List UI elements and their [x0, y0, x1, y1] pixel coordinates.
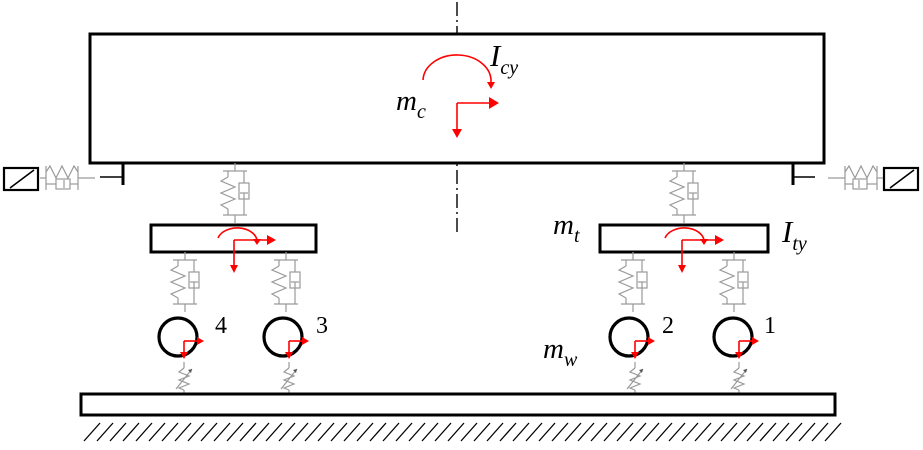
right-bogie-dof-arrows: [664, 227, 724, 273]
hatch-line: [824, 422, 842, 442]
wheelset-1: [712, 316, 760, 360]
hatch-line: [252, 422, 270, 442]
left-bogie-dof-arrows: [217, 227, 276, 273]
left-secondary-suspension: [220, 162, 250, 224]
contact-spring-1: [730, 361, 748, 395]
primary-suspension-3: [271, 251, 301, 313]
hatch-line: [278, 422, 296, 442]
hatch-line: [408, 422, 426, 442]
hatch-line: [174, 422, 192, 442]
carbody-mass-label: mc: [396, 85, 426, 123]
hatch-line: [603, 422, 621, 442]
rail-beam: [79, 392, 837, 417]
wheelset-2: [608, 316, 656, 360]
hatch-line: [720, 422, 738, 442]
hatch-line: [746, 422, 764, 442]
carbody-inertia-label: Icy: [489, 38, 518, 79]
hatch-line: [434, 422, 452, 442]
hatch-line: [356, 422, 374, 442]
hatch-line: [681, 422, 699, 442]
hatch-line: [460, 422, 478, 442]
hatch-line: [200, 422, 218, 442]
hatch-line: [486, 422, 504, 442]
hatch-line: [694, 422, 712, 442]
hatch-line: [772, 422, 790, 442]
wheelset-3: [262, 316, 310, 360]
contact-spring-4: [175, 361, 193, 395]
left-lateral-suspension: [39, 165, 96, 191]
hatch-line: [369, 422, 387, 442]
hatch-line: [135, 422, 153, 442]
hatch-line: [382, 422, 400, 442]
hatch-line: [785, 422, 803, 442]
hatch-line: [187, 422, 205, 442]
hatch-line: [447, 422, 465, 442]
hatch-line: [499, 422, 517, 442]
hatch-line: [642, 422, 660, 442]
hatch-line: [564, 422, 582, 442]
right-wall: [882, 166, 920, 192]
hatch-line: [733, 422, 751, 442]
hatch-line: [707, 422, 725, 442]
hatch-line: [239, 422, 257, 442]
bogie-inertia-label: Ity: [781, 214, 807, 255]
hatch-line: [161, 422, 179, 442]
carbody-pitch-arrow: [422, 54, 495, 89]
wheelset-4: [157, 316, 205, 360]
primary-suspension-2: [618, 251, 648, 313]
hatch-line: [512, 422, 530, 442]
right-bogie: [598, 223, 770, 254]
hatch-line: [655, 422, 673, 442]
hatch-line: [473, 422, 491, 442]
contact-spring-3: [280, 361, 298, 395]
hatch-line: [122, 422, 140, 442]
bogie-mass-label: mt: [553, 209, 580, 247]
hatch-line: [291, 422, 309, 442]
wheel-mass-label: mw: [543, 333, 578, 371]
hatch-line: [83, 422, 101, 442]
ground-hatching: [83, 422, 842, 442]
hatch-line: [109, 422, 127, 442]
wheel-number-3: 3: [316, 313, 328, 339]
hatch-line: [343, 422, 361, 442]
primary-suspension-4: [170, 251, 200, 313]
wheel-number-2: 2: [662, 313, 674, 339]
hatch-line: [590, 422, 608, 442]
hatch-line: [798, 422, 816, 442]
hatch-line: [213, 422, 231, 442]
primary-suspension-1: [719, 251, 749, 313]
hatch-line: [577, 422, 595, 442]
wheel-number-4: 4: [215, 313, 227, 339]
hatch-line: [395, 422, 413, 442]
hatch-line: [330, 422, 348, 442]
carbody-dof-arrows: [452, 97, 499, 138]
carbody: [88, 32, 826, 165]
hatch-line: [96, 422, 114, 442]
hatch-line: [668, 422, 686, 442]
left-wall: [2, 166, 40, 192]
right-lateral-suspension: [827, 165, 884, 191]
hatch-line: [304, 422, 322, 442]
hatch-line: [148, 422, 166, 442]
hatch-line: [525, 422, 543, 442]
wheel-number-1: 1: [764, 313, 776, 339]
hatch-line: [551, 422, 569, 442]
hatch-line: [629, 422, 647, 442]
contact-spring-2: [626, 361, 644, 395]
right-secondary-suspension: [669, 162, 699, 224]
hatch-line: [538, 422, 556, 442]
hatch-line: [759, 422, 777, 442]
hatch-line: [317, 422, 335, 442]
hatch-line: [616, 422, 634, 442]
hatch-line: [226, 422, 244, 442]
hatch-line: [811, 422, 829, 442]
hatch-line: [265, 422, 283, 442]
hatch-line: [421, 422, 439, 442]
